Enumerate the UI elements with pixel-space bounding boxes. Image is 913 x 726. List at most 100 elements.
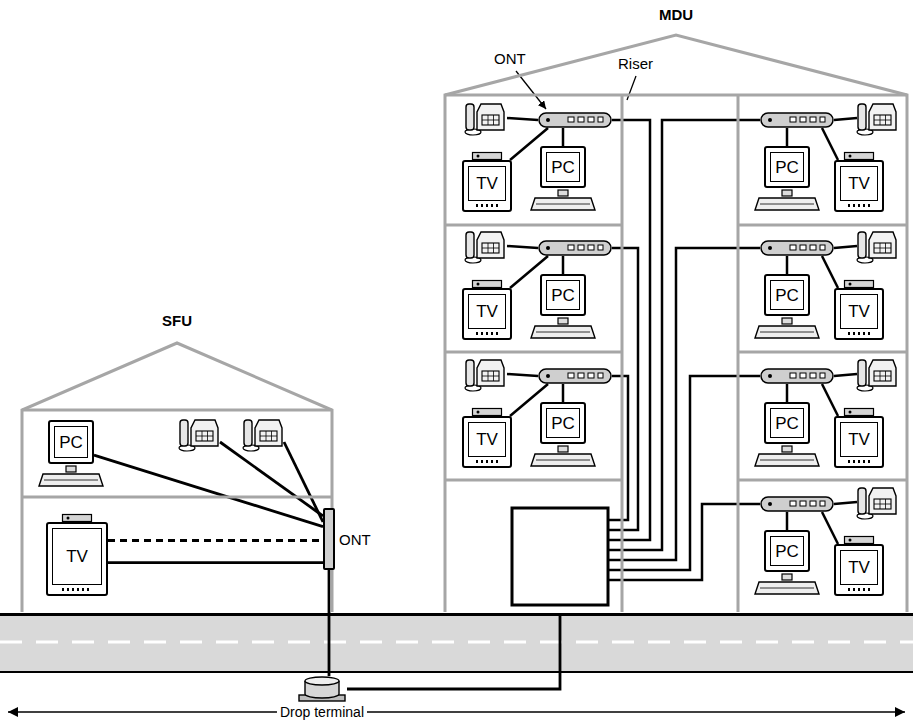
pc-monitor: PC bbox=[48, 420, 94, 464]
ont-unit: ONT bbox=[323, 508, 335, 570]
pc-keyboard bbox=[755, 574, 819, 594]
tv-controls bbox=[62, 588, 92, 591]
phone-wire bbox=[507, 246, 538, 248]
screen: TV bbox=[840, 422, 878, 457]
tv-wire bbox=[822, 128, 838, 160]
floor-wall bbox=[445, 224, 622, 227]
pc-wire bbox=[562, 384, 565, 402]
pc-wire bbox=[562, 256, 565, 274]
device-label: TV bbox=[848, 559, 870, 576]
screen: TV bbox=[468, 294, 506, 329]
tv-controls bbox=[476, 332, 499, 335]
pc-keyboard bbox=[755, 190, 819, 210]
ont-icon bbox=[539, 113, 611, 127]
phone-wire bbox=[834, 118, 857, 120]
pc-wire bbox=[786, 128, 789, 146]
screen: TV bbox=[840, 550, 878, 585]
device-label: PC bbox=[551, 287, 575, 304]
building-wall bbox=[445, 35, 907, 612]
tv-set: TV bbox=[834, 416, 884, 468]
screen: TV bbox=[468, 422, 506, 457]
ont-label: ONT bbox=[339, 531, 371, 548]
device-label: TV bbox=[848, 175, 870, 192]
set-top-box bbox=[845, 153, 874, 160]
telephone-icon bbox=[857, 360, 896, 391]
road bbox=[0, 616, 913, 671]
tv-controls bbox=[476, 204, 499, 207]
tv-wire bbox=[822, 256, 838, 288]
tv-controls bbox=[848, 204, 871, 207]
phone-wire bbox=[834, 374, 857, 376]
riser-fiber bbox=[608, 120, 650, 540]
span-arrow bbox=[8, 711, 905, 713]
tv-set: TV bbox=[834, 288, 884, 340]
ont-icon bbox=[761, 113, 833, 127]
cable-link bbox=[347, 614, 560, 689]
floor-wall bbox=[445, 94, 907, 97]
ont-icon bbox=[539, 241, 611, 255]
screen: TV bbox=[468, 166, 506, 201]
tv-controls bbox=[848, 332, 871, 335]
telephone-icon bbox=[465, 232, 504, 263]
tv-wire bbox=[822, 384, 838, 416]
device-label: PC bbox=[551, 159, 575, 176]
floor-wall bbox=[738, 351, 907, 354]
device-label: PC bbox=[775, 287, 799, 304]
tv-set: TV bbox=[462, 160, 512, 212]
telephone-icon bbox=[857, 104, 896, 135]
distribution-box bbox=[512, 508, 608, 605]
pc-keyboard bbox=[531, 318, 595, 338]
ont-icon bbox=[761, 369, 833, 383]
screen: TV bbox=[840, 294, 878, 329]
tv-set: TV bbox=[834, 160, 884, 212]
set-top-box bbox=[845, 537, 874, 544]
building-label: MDU bbox=[442, 6, 910, 24]
tv-controls bbox=[848, 588, 871, 591]
ont-icon bbox=[761, 241, 833, 255]
pc-monitor: PC bbox=[540, 274, 586, 316]
set-top-box bbox=[473, 409, 502, 416]
pc-monitor: PC bbox=[540, 402, 586, 444]
pc-monitor: PC bbox=[540, 146, 586, 188]
pc-keyboard bbox=[755, 446, 819, 466]
screen: TV bbox=[840, 166, 878, 201]
set-top-box bbox=[473, 281, 502, 288]
pc-wire bbox=[562, 128, 565, 146]
video-link bbox=[108, 539, 323, 542]
device-label: PC bbox=[59, 434, 83, 451]
floor-wall bbox=[22, 496, 332, 499]
phone-wire bbox=[507, 374, 538, 376]
ont-icon bbox=[539, 369, 611, 383]
tv-wire bbox=[822, 512, 838, 544]
set-top-box bbox=[845, 409, 874, 416]
terminal-top bbox=[305, 677, 339, 685]
cable-link bbox=[108, 561, 323, 564]
telephone-icon bbox=[857, 488, 896, 519]
pc-monitor: PC bbox=[764, 274, 810, 316]
screen: PC bbox=[54, 426, 88, 458]
callout-label: ONT bbox=[494, 50, 526, 67]
riser-fiber bbox=[608, 376, 628, 520]
screen: PC bbox=[546, 408, 580, 438]
phone-wire bbox=[507, 118, 538, 120]
pc-wire bbox=[786, 256, 789, 274]
pc-wire bbox=[786, 512, 789, 530]
phone-wire bbox=[834, 502, 857, 504]
set-top-box bbox=[845, 281, 874, 288]
device-label: PC bbox=[775, 543, 799, 560]
floor-wall bbox=[738, 479, 907, 482]
floor-wall bbox=[738, 224, 907, 227]
building-outline: MDU TV PC PC TV TV PC PC TV TV PC PC TV PC TV bbox=[442, 6, 910, 614]
phone-wire bbox=[834, 246, 857, 248]
screen: PC bbox=[770, 408, 804, 438]
pc-keyboard bbox=[531, 190, 595, 210]
tv-set: TV bbox=[46, 522, 108, 596]
pc-keyboard bbox=[531, 446, 595, 466]
device-label: TV bbox=[848, 303, 870, 320]
building-label: SFU bbox=[18, 312, 336, 330]
screen: PC bbox=[770, 152, 804, 182]
telephone-icon bbox=[857, 232, 896, 263]
